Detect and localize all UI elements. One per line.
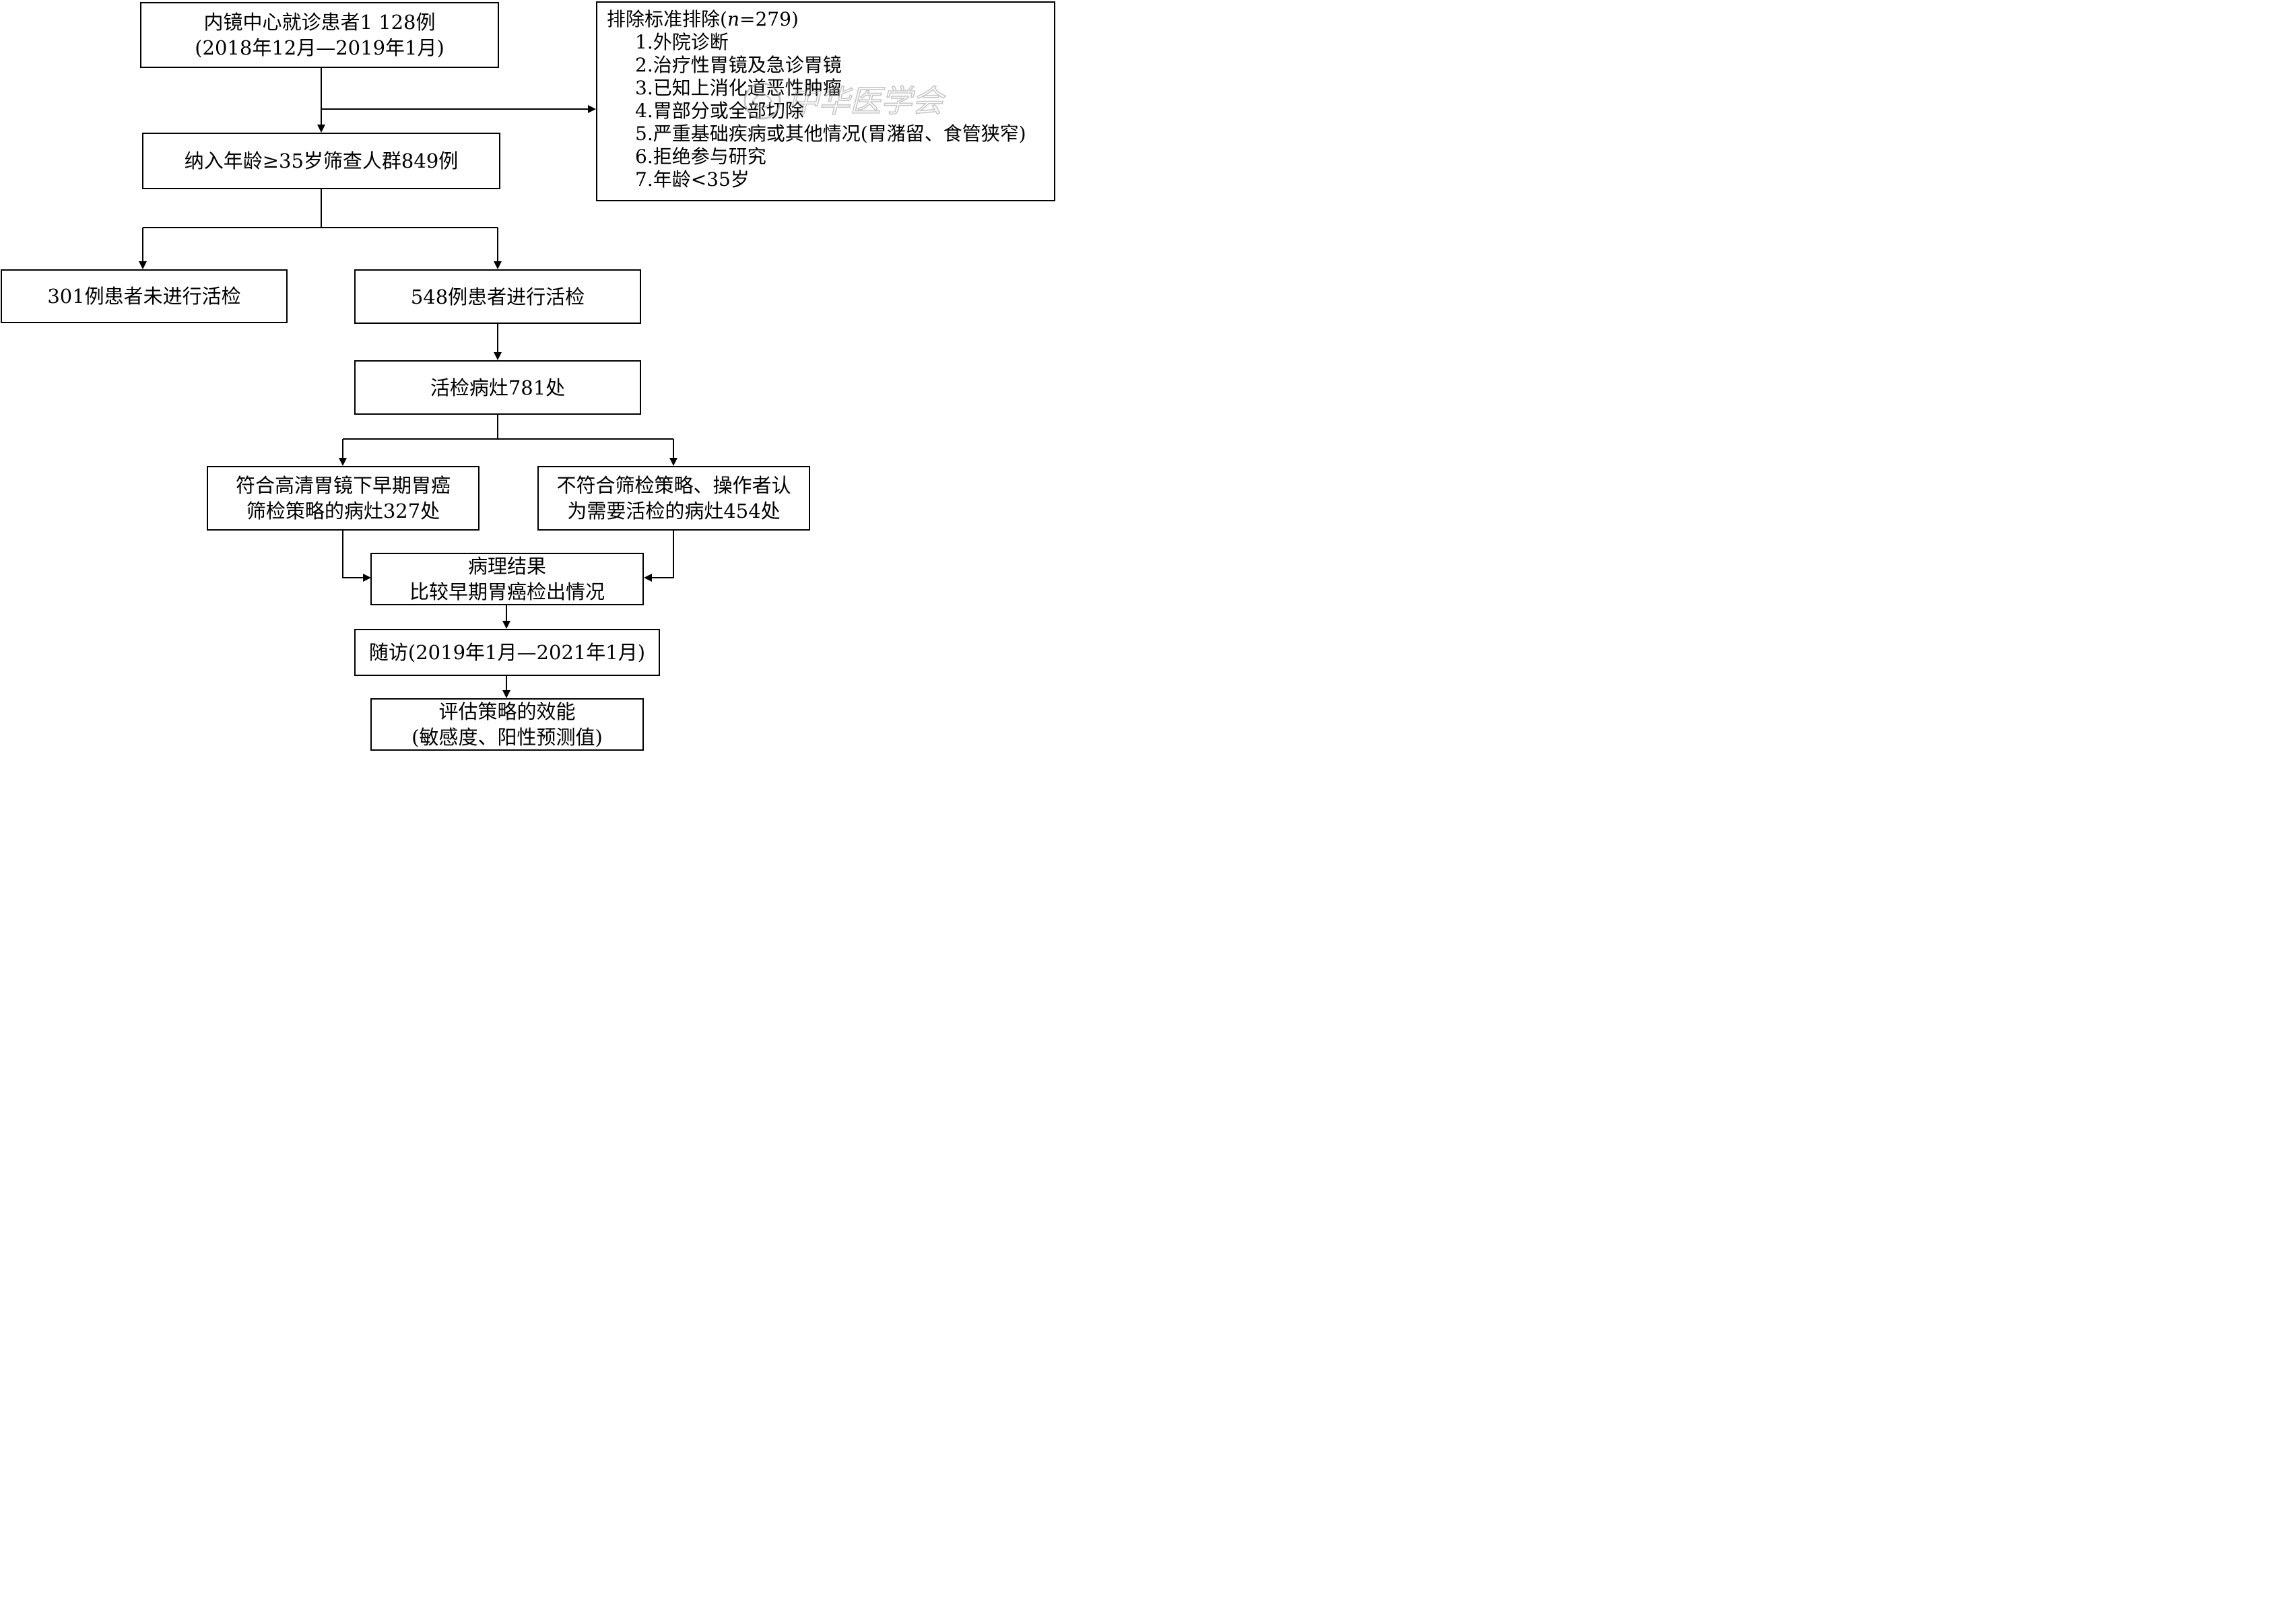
- connector-lines: [139, 67, 677, 698]
- followup-text: 随访(2019年1月—2021年1月): [368, 641, 646, 664]
- pathology-line2: 比较早期胃癌检出情况: [409, 580, 605, 603]
- screening-text: 纳入年龄≥35岁筛查人群849例: [184, 149, 459, 172]
- exclusion-title: 排除标准排除(n=279): [607, 8, 799, 30]
- exclusion-item-6: 6.拒绝参与研究: [635, 145, 766, 168]
- exclusion-criteria-box: 排除标准排除(n=279) 1.外院诊断 2.治疗性胃镜及急诊胃镜 3.已知上消…: [596, 1, 1055, 201]
- followup-box: 随访(2019年1月—2021年1月): [354, 629, 660, 676]
- arrow-compliant-to-pathology: [342, 530, 371, 582]
- evaluation-line2: (敏感度、阳性预测值): [411, 726, 603, 749]
- noncompliant-line1: 不符合筛检策略、操作者认: [556, 474, 791, 497]
- exclusion-item-7: 7.年龄<35岁: [635, 168, 750, 191]
- exclusion-item-3: 3.已知上消化道恶性肿瘤: [635, 77, 842, 99]
- patients-line2: (2018年12月—2019年1月): [195, 36, 444, 59]
- exclusion-item-1: 1.外院诊断: [635, 31, 729, 53]
- noncompliant-lesions-box: 不符合筛检策略、操作者认 为需要活检的病灶454处: [537, 466, 810, 531]
- biopsy-box: 548例患者进行活检: [354, 269, 641, 324]
- pathology-box: 病理结果 比较早期胃癌检出情况: [370, 553, 644, 605]
- compliant-lesions-box: 符合高清胃镜下早期胃癌 筛检策略的病灶327处: [207, 466, 480, 531]
- noncompliant-line2: 为需要活检的病灶454处: [567, 500, 781, 522]
- no-biopsy-box: 301例患者未进行活检: [1, 269, 288, 323]
- lesions-box: 活检病灶781处: [354, 360, 641, 415]
- screening-box: 纳入年龄≥35岁筛查人群849例: [142, 133, 500, 189]
- patients-line1: 内镜中心就诊患者1 128例: [203, 11, 436, 34]
- exclusion-item-5: 5.严重基础疾病或其他情况(胃潴留、食管狭窄): [635, 123, 1026, 145]
- no-biopsy-text: 301例患者未进行活检: [47, 285, 241, 308]
- evaluation-line1: 评估策略的效能: [438, 700, 576, 723]
- compliant-line2: 筛检策略的病灶327处: [246, 500, 440, 522]
- arrow-noncompliant-to-pathology: [644, 530, 674, 582]
- exclusion-item-2: 2.治疗性胃镜及急诊胃镜: [635, 54, 842, 76]
- evaluation-box: 评估策略的效能 (敏感度、阳性预测值): [370, 698, 644, 751]
- compliant-line1: 符合高清胃镜下早期胃癌: [235, 474, 451, 497]
- pathology-line1: 病理结果: [467, 555, 546, 578]
- lesions-text: 活检病灶781处: [430, 376, 566, 399]
- patients-box: 内镜中心就诊患者1 128例 (2018年12月—2019年1月): [140, 2, 499, 68]
- watermark-text: 中华医学会: [788, 83, 946, 119]
- watermark-logo: 中华医学会: [743, 82, 947, 120]
- flowchart: 内镜中心就诊患者1 128例 (2018年12月—2019年1月) 纳入年龄≥3…: [0, 0, 1056, 752]
- biopsy-text: 548例患者进行活检: [410, 285, 585, 308]
